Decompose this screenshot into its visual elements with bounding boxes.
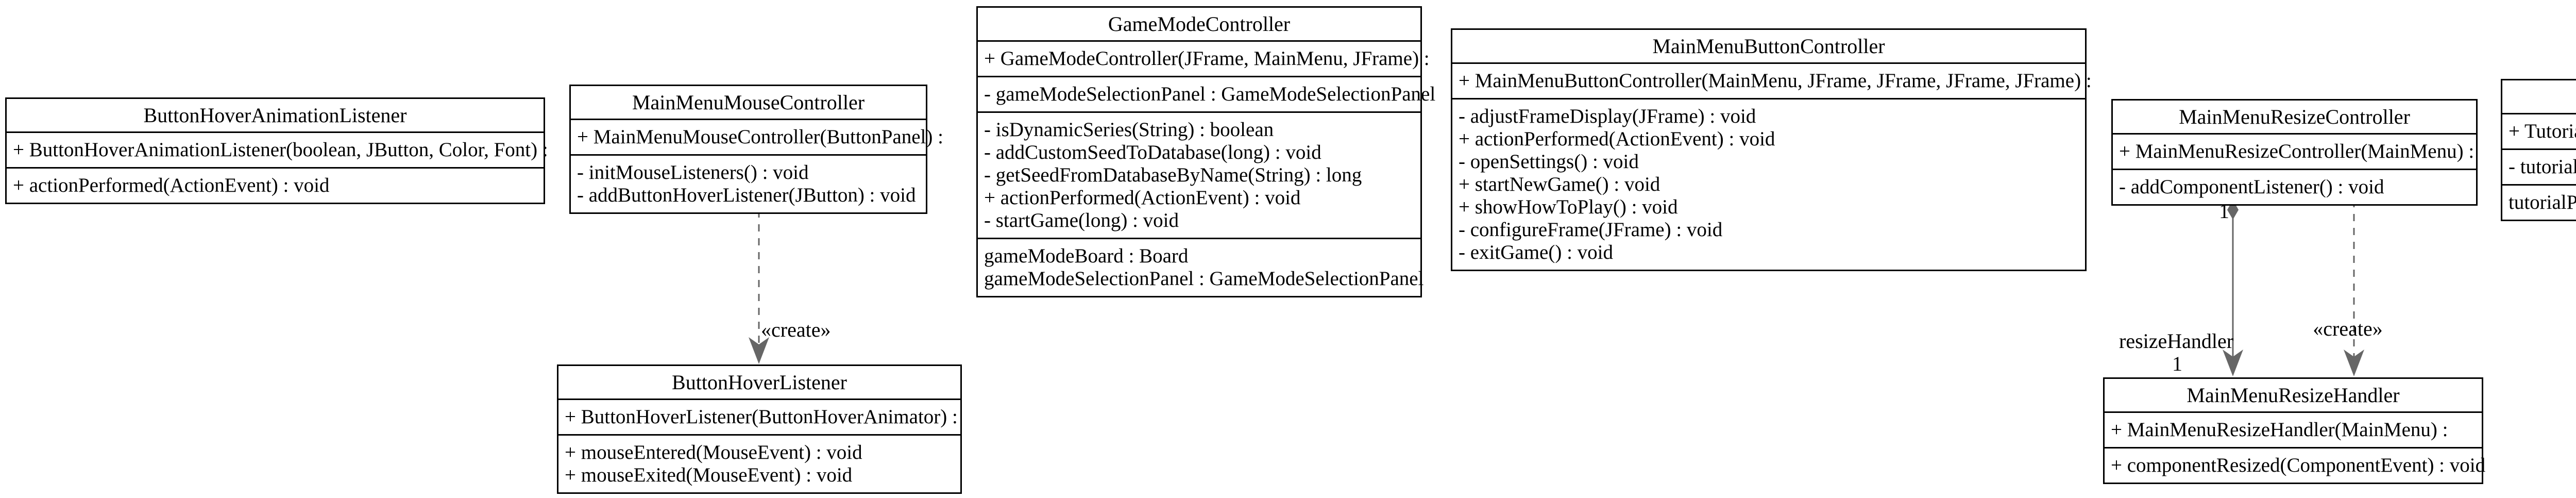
class-title: MainMenuButtonController xyxy=(1652,35,1885,58)
class-title: GameModeController xyxy=(1108,12,1291,36)
member-line: + MainMenuResizeController(MainMenu) : xyxy=(2119,140,2475,162)
constructor-section: + ButtonHoverListener(ButtonHoverAnimato… xyxy=(558,399,960,434)
member-line: - addButtonHoverListener(JButton) : void xyxy=(577,184,916,206)
fields-section: - gameModeSelectionPanel : GameModeSelec… xyxy=(978,76,1436,111)
arrowhead-icon xyxy=(749,337,769,364)
member-line: - addComponentListener() : void xyxy=(2119,176,2384,198)
member-line: + actionPerformed(ActionEvent) : void xyxy=(13,174,330,196)
member-line: gameModeSelectionPanel : GameModeSelecti… xyxy=(984,268,1424,290)
member-line: tutorialPanel : JPanel xyxy=(2509,191,2576,213)
member-line: - adjustFrameDisplay(JFrame) : void xyxy=(1459,105,1756,127)
methods-section: + actionPerformed(ActionEvent) : void xyxy=(7,167,544,203)
create-stereotype-label: «create» xyxy=(2313,317,2383,340)
constructor-section: + ButtonHoverAnimationListener(boolean, … xyxy=(7,131,548,167)
methods-section: + mouseEntered(MouseEvent) : void+ mouse… xyxy=(558,434,960,492)
methods-section: - isDynamicSeries(String) : boolean- add… xyxy=(978,111,1420,238)
fields-section: - tutorialPanel : TutorialPanel xyxy=(2502,148,2576,184)
member-line: - exitGame() : void xyxy=(1459,241,1613,263)
member-line: + actionPerformed(ActionEvent) : void xyxy=(1459,128,1775,150)
class-button-hover-listener: ButtonHoverListener + ButtonHoverListene… xyxy=(557,364,962,494)
class-main-menu-resize-handler: MainMenuResizeHandler + MainMenuResizeHa… xyxy=(2103,377,2486,484)
member-line: + actionPerformed(ActionEvent) : void xyxy=(984,187,1301,209)
constructor-section: + MainMenuResizeHandler(MainMenu) : xyxy=(2105,411,2482,447)
member-line: gameModeBoard : Board xyxy=(984,245,1189,267)
methods-section: + componentResized(ComponentEvent) : voi… xyxy=(2105,447,2486,483)
member-line: + TutorialController(MainMenu, JFrame) : xyxy=(2509,120,2576,142)
member-line: + startNewGame() : void xyxy=(1459,173,1660,195)
class-game-mode-controller: GameModeController + GameModeController(… xyxy=(976,6,1436,297)
member-line: - getSeedFromDatabaseByName(String) : lo… xyxy=(984,164,1362,186)
constructor-section: + TutorialController(MainMenu, JFrame) : xyxy=(2502,113,2576,148)
member-line: + MainMenuButtonController(MainMenu, JFr… xyxy=(1459,70,2092,92)
class-title: MainMenuResizeController xyxy=(2179,105,2410,128)
class-title: TutorialController xyxy=(2502,80,2576,113)
member-line: + ButtonHoverListener(ButtonHoverAnimato… xyxy=(565,406,958,428)
member-line: - startGame(long) : void xyxy=(984,209,1179,231)
member-line: - addCustomSeedToDatabase(long) : void xyxy=(984,141,1321,163)
member-line: + MainMenuResizeHandler(MainMenu) : xyxy=(2111,419,2448,441)
class-tutorial-controller: TutorialController + TutorialController(… xyxy=(2501,79,2576,221)
class-main-menu-button-controller: MainMenuButtonController + MainMenuButto… xyxy=(1451,28,2092,271)
multiplicity-label: 1 xyxy=(2172,352,2182,375)
class-title: ButtonHoverListener xyxy=(672,371,847,394)
member-line: + showHowToPlay() : void xyxy=(1459,196,1678,218)
attributes-section: tutorialPanel : JPanel xyxy=(2502,184,2576,220)
member-line: - tutorialPanel : TutorialPanel xyxy=(2509,156,2576,178)
constructor-section: + GameModeController(JFrame, MainMenu, J… xyxy=(978,40,1430,76)
methods-section: - adjustFrameDisplay(JFrame) : void+ act… xyxy=(1452,98,2085,270)
class-title: ButtonHoverAnimationListener xyxy=(143,104,407,127)
member-line: + GameModeController(JFrame, MainMenu, J… xyxy=(984,47,1430,70)
member-line: + componentResized(ComponentEvent) : voi… xyxy=(2111,454,2486,476)
member-line: + MainMenuMouseController(ButtonPanel) : xyxy=(577,126,943,148)
association-role-label: resizeHandler xyxy=(2119,329,2234,353)
constructor-section: + MainMenuMouseController(ButtonPanel) : xyxy=(571,119,943,154)
constructor-section: + MainMenuResizeController(MainMenu) : xyxy=(2113,133,2476,169)
methods-section: - addComponentListener() : void xyxy=(2113,169,2476,204)
arrowhead-icon xyxy=(2223,350,2243,376)
constructor-section: + MainMenuButtonController(MainMenu, JFr… xyxy=(1452,62,2092,98)
member-line: + ButtonHoverAnimationListener(boolean, … xyxy=(13,139,548,161)
class-main-menu-resize-controller: MainMenuResizeController + MainMenuResiz… xyxy=(2111,99,2478,206)
member-line: - openSettings() : void xyxy=(1459,151,1639,173)
create-stereotype-label: «create» xyxy=(761,318,831,341)
class-button-hover-animation-listener: ButtonHoverAnimationListener + ButtonHov… xyxy=(5,97,548,204)
class-title: MainMenuResizeHandler xyxy=(2187,384,2400,407)
member-line: - isDynamicSeries(String) : boolean xyxy=(984,119,1274,141)
member-line: - configureFrame(JFrame) : void xyxy=(1459,219,1723,241)
multiplicity-label: 1 xyxy=(2219,200,2229,223)
member-line: - gameModeSelectionPanel : GameModeSelec… xyxy=(984,83,1436,105)
member-line: + mouseExited(MouseEvent) : void xyxy=(565,464,853,486)
methods-section: - initMouseListeners() : void- addButton… xyxy=(571,154,926,212)
class-main-menu-mouse-controller: MainMenuMouseController + MainMenuMouseC… xyxy=(569,85,943,214)
member-line: + mouseEntered(MouseEvent) : void xyxy=(565,441,862,463)
member-line: - initMouseListeners() : void xyxy=(577,161,809,184)
class-title: MainMenuMouseController xyxy=(632,91,865,114)
arrowhead-icon xyxy=(2344,350,2364,376)
